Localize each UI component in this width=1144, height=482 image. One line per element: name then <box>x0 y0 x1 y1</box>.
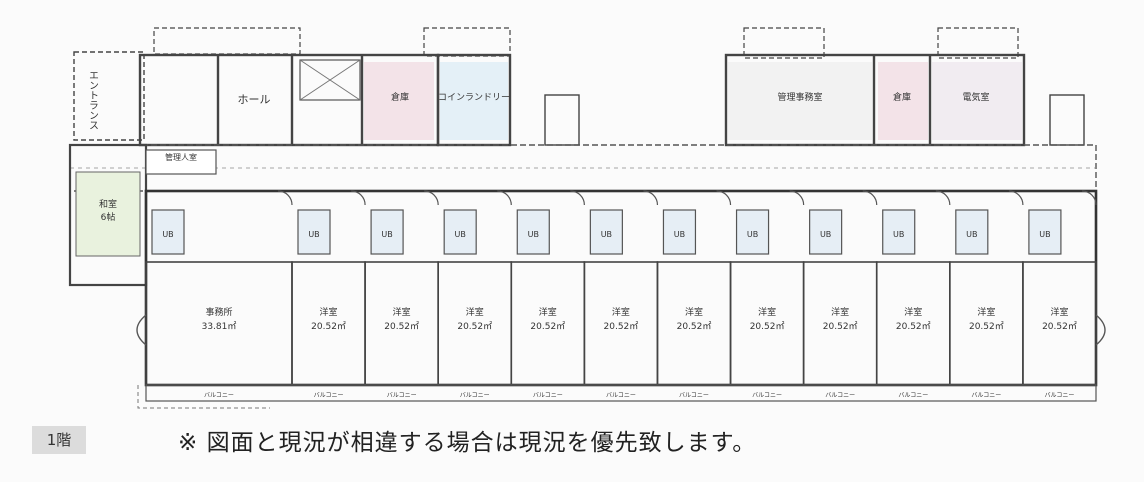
room-label-electric: 電気室 <box>962 91 989 103</box>
balcony-label: バルコニー <box>204 392 234 399</box>
room-label-tatami-size: 6帖 <box>101 211 116 223</box>
unit-area: 20.52㎡ <box>896 321 931 332</box>
bath-label: UB <box>455 230 466 239</box>
unit-label: 洋室 <box>685 306 703 318</box>
unit-label: 洋室 <box>977 306 995 318</box>
balcony-label: バルコニー <box>752 392 782 399</box>
balcony-label: バルコニー <box>898 392 928 399</box>
floor-label: 1階 <box>32 426 86 454</box>
disclaimer-note: ※ 図面と現況が相違する場合は現況を優先致します。 <box>178 430 757 456</box>
bath-label: UB <box>601 230 612 239</box>
unit-area: 20.52㎡ <box>677 321 712 332</box>
unit-label: 洋室 <box>393 306 411 318</box>
unit-label: 洋室 <box>831 306 849 318</box>
balcony-label: バルコニー <box>679 392 709 399</box>
unit-label: 洋室 <box>1050 306 1068 318</box>
unit-label: 洋室 <box>539 306 557 318</box>
bath-label: UB <box>747 230 758 239</box>
balcony-label: バルコニー <box>460 392 490 399</box>
room-label-laundry: コインランドリー <box>438 92 510 103</box>
bath-label: UB <box>820 230 831 239</box>
unit-label: 洋室 <box>904 306 922 318</box>
unit-label: 事務所 <box>205 306 232 318</box>
unit-label: 洋室 <box>758 306 776 318</box>
unit-area: 20.52㎡ <box>750 321 785 332</box>
unit-area: 20.52㎡ <box>530 321 565 332</box>
unit-area: 20.52㎡ <box>1042 321 1077 332</box>
unit-label: 洋室 <box>466 306 484 318</box>
bath-label: UB <box>381 230 392 239</box>
bath-label: UB <box>893 230 904 239</box>
room-label-storage-b: 倉庫 <box>893 91 911 103</box>
unit-area: 20.52㎡ <box>604 321 639 332</box>
bath-label: UB <box>162 230 173 239</box>
unit-area: 20.52㎡ <box>457 321 492 332</box>
unit-label: 洋室 <box>612 306 630 318</box>
bath-label: UB <box>1039 230 1050 239</box>
bath-label: UB <box>966 230 977 239</box>
unit-area: 33.81㎡ <box>202 321 237 332</box>
room-label-admin-office: 管理事務室 <box>777 91 822 103</box>
balcony-label: バルコニー <box>971 392 1001 399</box>
bath-label: UB <box>308 230 319 239</box>
balcony-label: バルコニー <box>606 392 636 399</box>
unit-label: 洋室 <box>320 306 338 318</box>
balcony-label: バルコニー <box>825 392 855 399</box>
unit-area: 20.52㎡ <box>823 321 858 332</box>
room-label-tatami: 和室 <box>99 198 117 210</box>
balcony-label: バルコニー <box>1045 392 1075 399</box>
unit-area: 20.52㎡ <box>969 321 1004 332</box>
bath-label: UB <box>528 230 539 239</box>
balcony-label: バルコニー <box>314 392 344 399</box>
unit-area: 20.52㎡ <box>384 321 419 332</box>
room-label-manager: 管理人室 <box>165 152 197 162</box>
bath-label: UB <box>674 230 685 239</box>
unit-area: 20.52㎡ <box>311 321 346 332</box>
balcony-label: バルコニー <box>533 392 563 399</box>
room-label-storage-a: 倉庫 <box>391 91 409 103</box>
balcony-label: バルコニー <box>387 392 417 399</box>
room-label-entrance: エントランス <box>87 70 99 130</box>
room-label-hall: ホール <box>238 93 271 106</box>
